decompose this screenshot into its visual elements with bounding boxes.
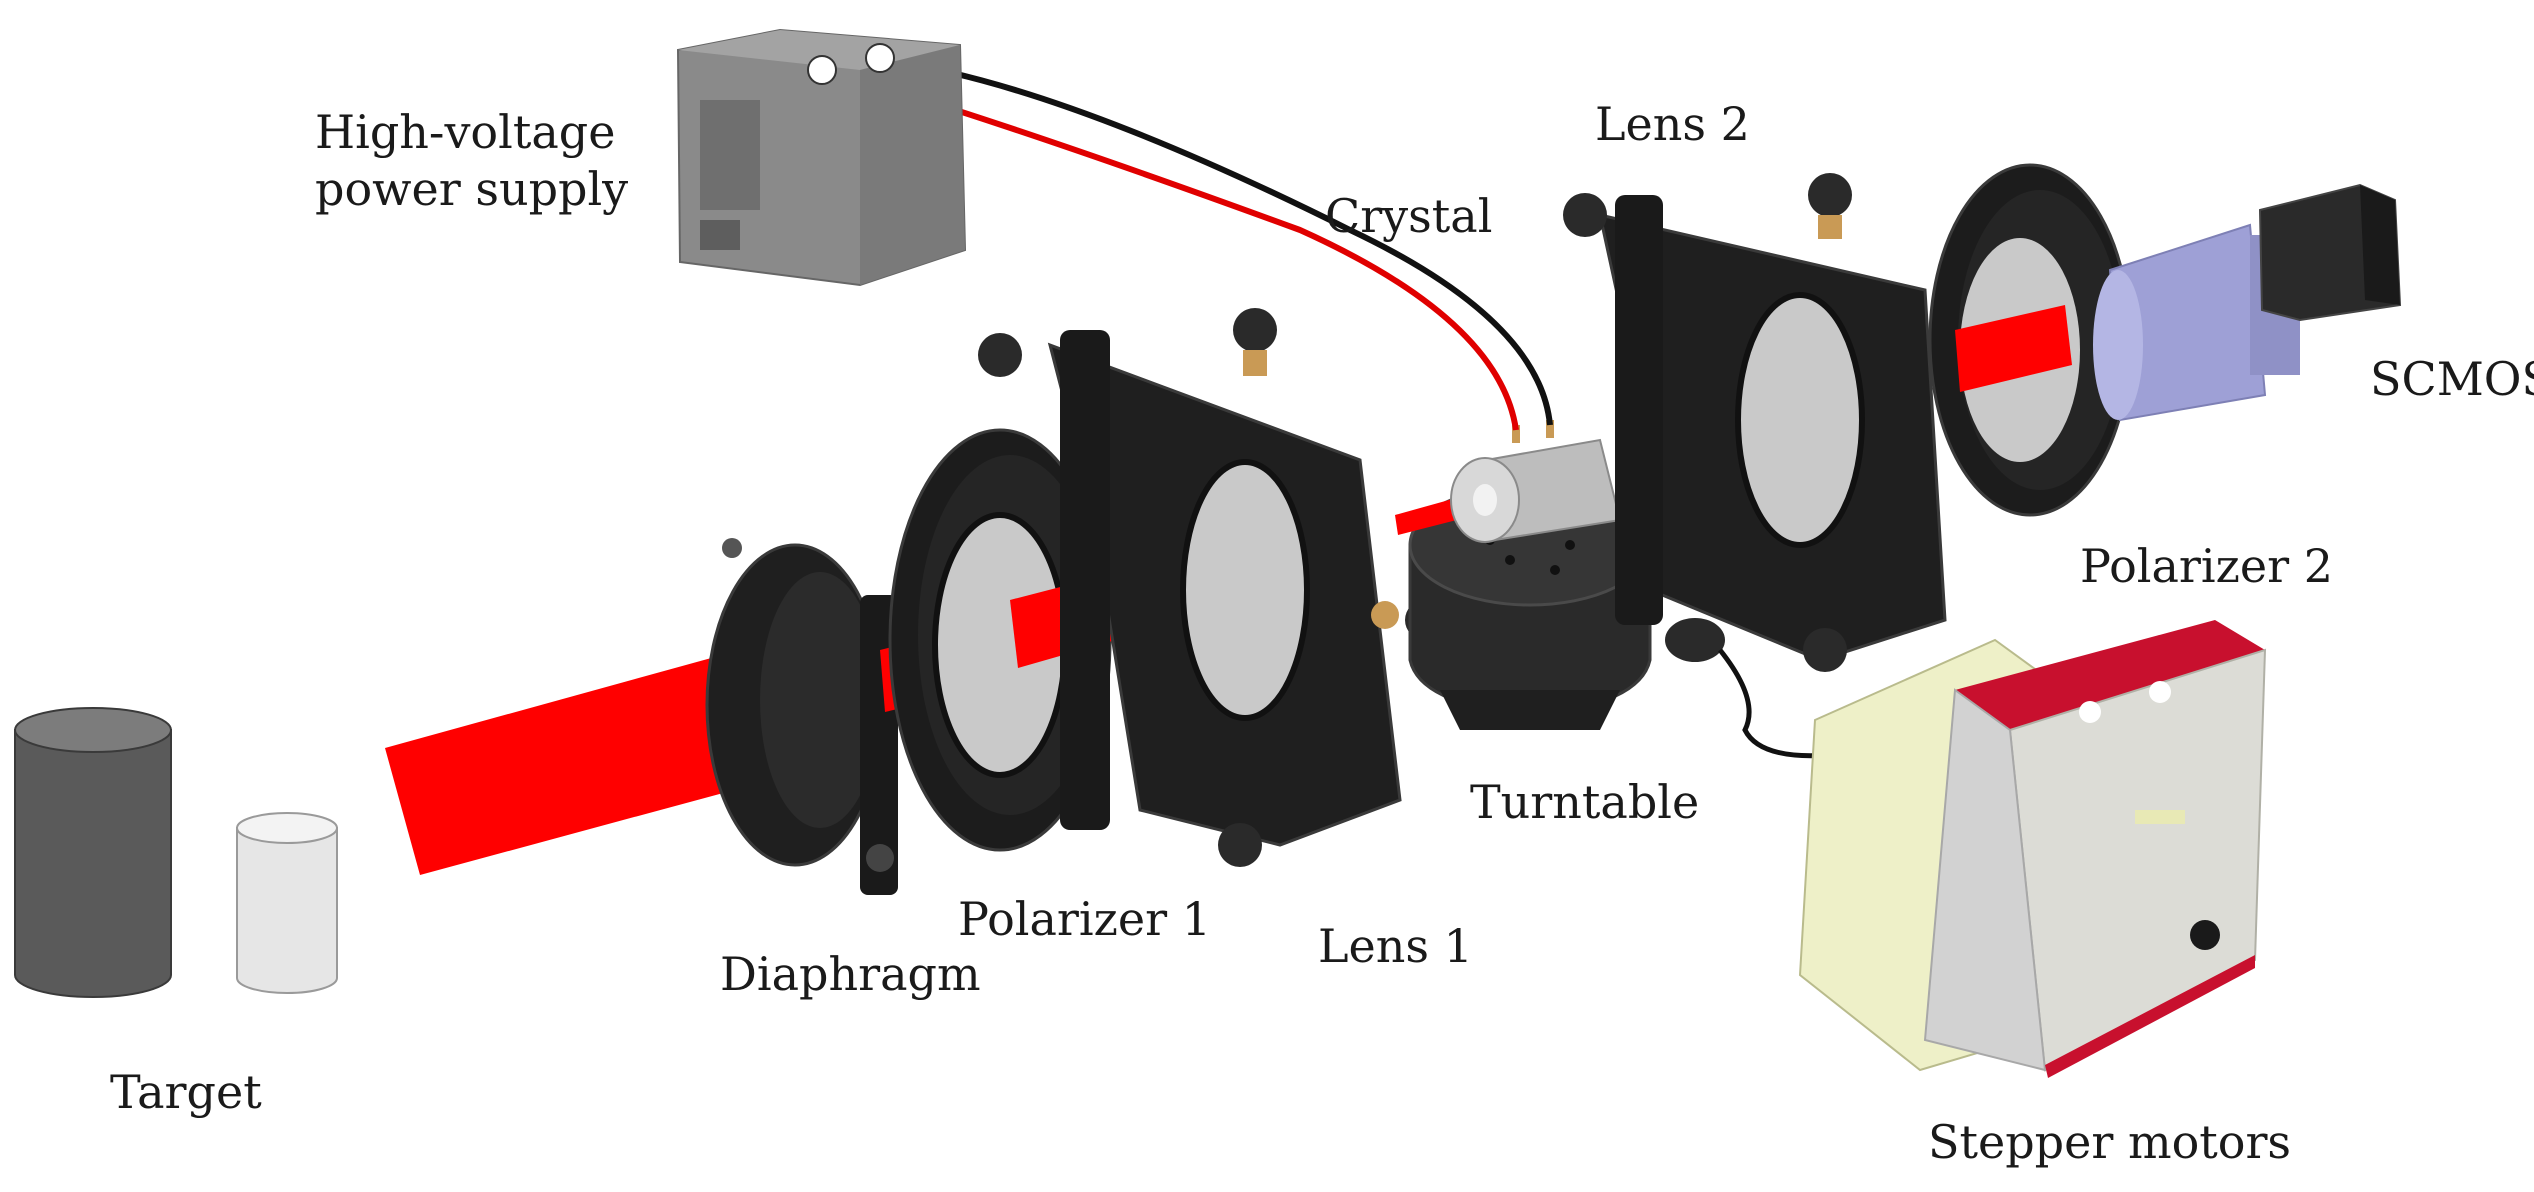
cable-stepper	[1718, 648, 1831, 759]
high-voltage-power-supply	[676, 28, 967, 287]
label-polarizer-1: Polarizer 1	[958, 892, 1211, 946]
stepper-motor-button	[2149, 681, 2171, 703]
diaphragm	[705, 538, 898, 895]
cable-black	[879, 57, 1553, 426]
lens-1-mount	[978, 308, 1445, 867]
target-dark-cylinder	[14, 707, 172, 998]
laser-beam-segment-4	[1955, 305, 2072, 392]
label-scmos: SCMOS	[2370, 352, 2534, 406]
scmos-camera	[2093, 183, 2402, 422]
turntable-knob	[1665, 618, 1725, 662]
label-target: Target	[110, 1065, 262, 1119]
stepper-motors	[1798, 620, 2267, 1078]
crystal	[1450, 420, 1622, 543]
label-crystal: Crystal	[1325, 189, 1492, 243]
label-lens-1: Lens 1	[1318, 919, 1473, 973]
polarizer-1	[888, 428, 1112, 852]
label-lens-2: Lens 2	[1595, 97, 1750, 151]
label-turntable: Turntable	[1470, 775, 1699, 829]
label-polarizer-2: Polarizer 2	[2080, 539, 2333, 593]
label-power-supply-line-1: High-voltage	[315, 105, 615, 159]
target-light-cylinder	[236, 812, 338, 994]
power-terminal-red	[807, 55, 837, 85]
label-diaphragm: Diaphragm	[720, 947, 981, 1001]
label-stepper-motors: Stepper motors	[1928, 1115, 2291, 1169]
power-terminal-black	[865, 43, 895, 73]
label-power-supply-line-2: power supply	[315, 162, 628, 216]
stepper-motor-button	[2079, 701, 2101, 723]
